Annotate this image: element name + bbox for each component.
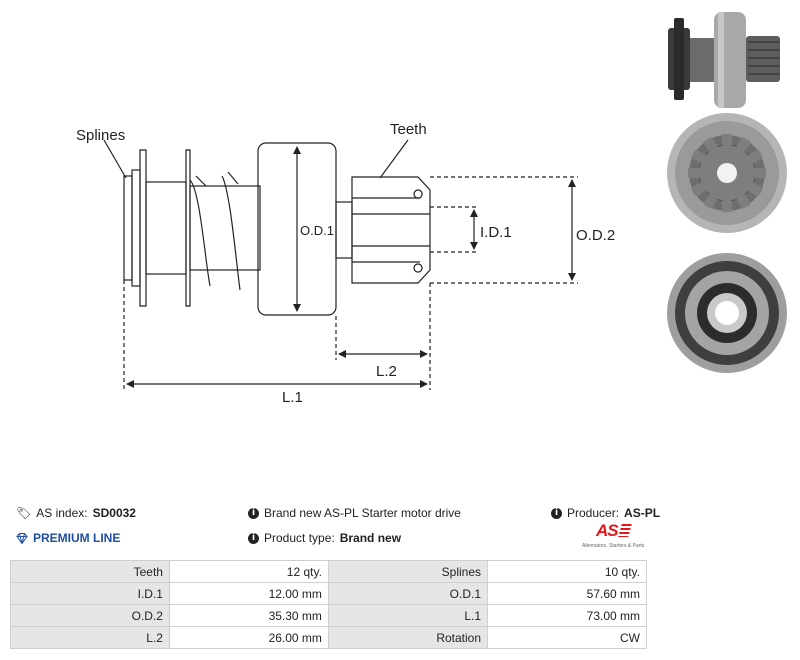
spec-key: L.2 (10, 626, 170, 649)
technical-drawing: Splines Teeth O.D.1 I.D.1 O.D.2 L.2 L.1 (76, 121, 615, 406)
spec-value: 57.60 mm (487, 582, 647, 605)
photo-rear-view-splines (667, 253, 787, 373)
spec-key: I.D.1 (10, 582, 170, 605)
spec-key: O.D.1 (327, 582, 489, 605)
premium-line: PREMIUM LINE (16, 531, 120, 545)
product-description: i Brand new AS-PL Starter motor drive (248, 506, 461, 520)
logo-text: AS (596, 521, 619, 540)
description-text: Brand new AS-PL Starter motor drive (264, 506, 461, 520)
label-teeth: Teeth (390, 121, 427, 138)
spec-key: Teeth (10, 560, 170, 583)
premium-line-label: PREMIUM LINE (33, 531, 121, 545)
producer-value: AS-PL (624, 506, 661, 520)
as-pl-logo: AS Alternators, Starters & Parts (582, 521, 652, 553)
spec-value: CW (487, 626, 647, 649)
diamond-icon (16, 532, 28, 544)
table-row: I.D.1 12.00 mm O.D.1 57.60 mm (10, 582, 647, 605)
info-icon: i (551, 507, 562, 519)
table-row: O.D.2 35.30 mm L.1 73.00 mm (10, 604, 647, 627)
as-index: 🏷 AS index: SD0032 (16, 506, 136, 520)
spec-value: 73.00 mm (487, 604, 647, 627)
table-row: Teeth 12 qty. Splines 10 qty. (10, 560, 647, 583)
label-od2: O.D.2 (576, 227, 615, 244)
as-index-label: AS index: (36, 506, 88, 520)
label-l1: L.1 (282, 389, 303, 406)
spec-key: Splines (327, 560, 489, 583)
producer: i Producer: AS-PL (551, 506, 660, 520)
spec-value: 10 qty. (487, 560, 647, 583)
spec-value: 12.00 mm (168, 582, 329, 605)
photo-front-view-gear (667, 113, 787, 233)
label-l2: L.2 (376, 363, 397, 380)
spec-value: 26.00 mm (168, 626, 329, 649)
specs-table: Teeth 12 qty. Splines 10 qty. I.D.1 12.0… (10, 560, 647, 649)
product-type: i Product type: Brand new (248, 531, 401, 545)
logo-tagline: Alternators, Starters & Parts (582, 543, 645, 549)
label-id1: I.D.1 (480, 224, 512, 241)
spec-key: Rotation (327, 626, 489, 649)
spec-key: O.D.2 (10, 604, 170, 627)
spec-key: L.1 (327, 604, 489, 627)
info-icon: i (248, 507, 259, 519)
product-type-label: Product type: (264, 531, 335, 545)
logo-bars (618, 524, 632, 537)
tag-icon: 🏷 (16, 506, 32, 520)
table-row: L.2 26.00 mm Rotation CW (10, 626, 647, 649)
producer-label: Producer: (567, 506, 620, 520)
label-splines: Splines (76, 127, 125, 144)
info-icon: i (248, 532, 259, 544)
label-od1: O.D.1 (300, 223, 334, 238)
as-index-value: SD0032 (92, 506, 136, 520)
photo-side-view (668, 12, 780, 108)
spec-value: 12 qty. (168, 560, 329, 583)
product-type-value: Brand new (339, 531, 402, 545)
spec-value: 35.30 mm (168, 604, 329, 627)
